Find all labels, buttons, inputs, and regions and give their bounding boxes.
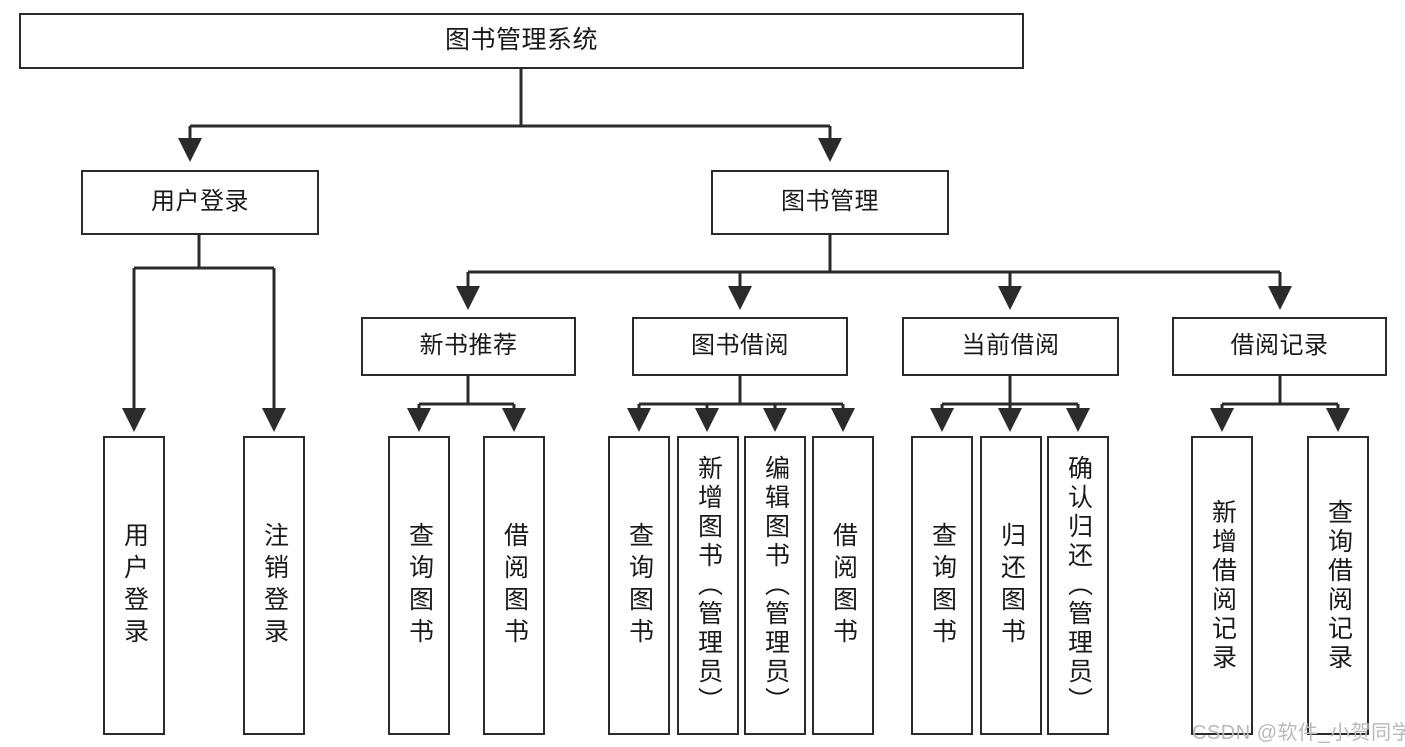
node-leaf-query-book-2-label: 查询图书 — [625, 521, 654, 650]
node-book-manage-label: 图书管理 — [781, 188, 879, 216]
node-leaf-query-borrow-record[interactable]: 查询借阅记录 — [1307, 436, 1369, 735]
node-leaf-user-login[interactable]: 用户登录 — [103, 436, 165, 735]
node-new-book-recommend[interactable]: 新书推荐 — [361, 317, 576, 376]
node-leaf-edit-book-admin-label: 编辑图书（管理员） — [761, 455, 790, 716]
node-leaf-borrow-book-2[interactable]: 借阅图书 — [812, 436, 874, 735]
node-borrow-record[interactable]: 借阅记录 — [1172, 317, 1387, 376]
node-book-manage[interactable]: 图书管理 — [711, 170, 949, 235]
node-new-book-recommend-label: 新书推荐 — [419, 332, 518, 360]
node-current-borrow[interactable]: 当前借阅 — [902, 317, 1119, 376]
node-leaf-add-book-admin-label: 新增图书（管理员） — [694, 455, 723, 716]
node-leaf-confirm-return-admin[interactable]: 确认归还（管理员） — [1047, 436, 1109, 735]
node-root-system[interactable]: 图书管理系统 — [19, 13, 1024, 69]
node-leaf-query-book-3-label: 查询图书 — [928, 521, 957, 650]
node-leaf-query-book-3[interactable]: 查询图书 — [911, 436, 973, 735]
node-book-borrow-label: 图书借阅 — [691, 332, 789, 360]
node-leaf-query-borrow-record-label: 查询借阅记录 — [1324, 498, 1353, 673]
node-leaf-return-book-label: 归还图书 — [997, 521, 1026, 650]
node-borrow-record-label: 借阅记录 — [1230, 332, 1329, 360]
node-leaf-query-book-1[interactable]: 查询图书 — [388, 436, 450, 735]
watermark-csdn: CSDN @软件_小贺同学 — [1192, 722, 1405, 744]
node-leaf-add-borrow-record[interactable]: 新增借阅记录 — [1191, 436, 1253, 735]
node-leaf-borrow-book-2-label: 借阅图书 — [829, 521, 858, 650]
node-user-login-label: 用户登录 — [151, 188, 249, 216]
node-user-login[interactable]: 用户登录 — [81, 170, 319, 235]
node-leaf-add-book-admin[interactable]: 新增图书（管理员） — [677, 436, 739, 735]
node-leaf-user-login-label: 用户登录 — [120, 521, 149, 650]
node-leaf-query-book-2[interactable]: 查询图书 — [608, 436, 670, 735]
node-current-borrow-label: 当前借阅 — [961, 332, 1060, 360]
node-leaf-logout-login[interactable]: 注销登录 — [243, 436, 305, 735]
node-book-borrow[interactable]: 图书借阅 — [632, 317, 848, 376]
node-leaf-borrow-book-1[interactable]: 借阅图书 — [483, 436, 545, 735]
node-leaf-edit-book-admin[interactable]: 编辑图书（管理员） — [744, 436, 806, 735]
node-leaf-return-book[interactable]: 归还图书 — [980, 436, 1042, 735]
node-leaf-query-book-1-label: 查询图书 — [405, 521, 434, 650]
node-root-label: 图书管理系统 — [444, 26, 598, 55]
node-leaf-borrow-book-1-label: 借阅图书 — [500, 521, 529, 650]
node-leaf-logout-login-label: 注销登录 — [260, 521, 289, 650]
node-leaf-confirm-return-admin-label: 确认归还（管理员） — [1064, 455, 1093, 716]
node-leaf-add-borrow-record-label: 新增借阅记录 — [1208, 498, 1237, 673]
